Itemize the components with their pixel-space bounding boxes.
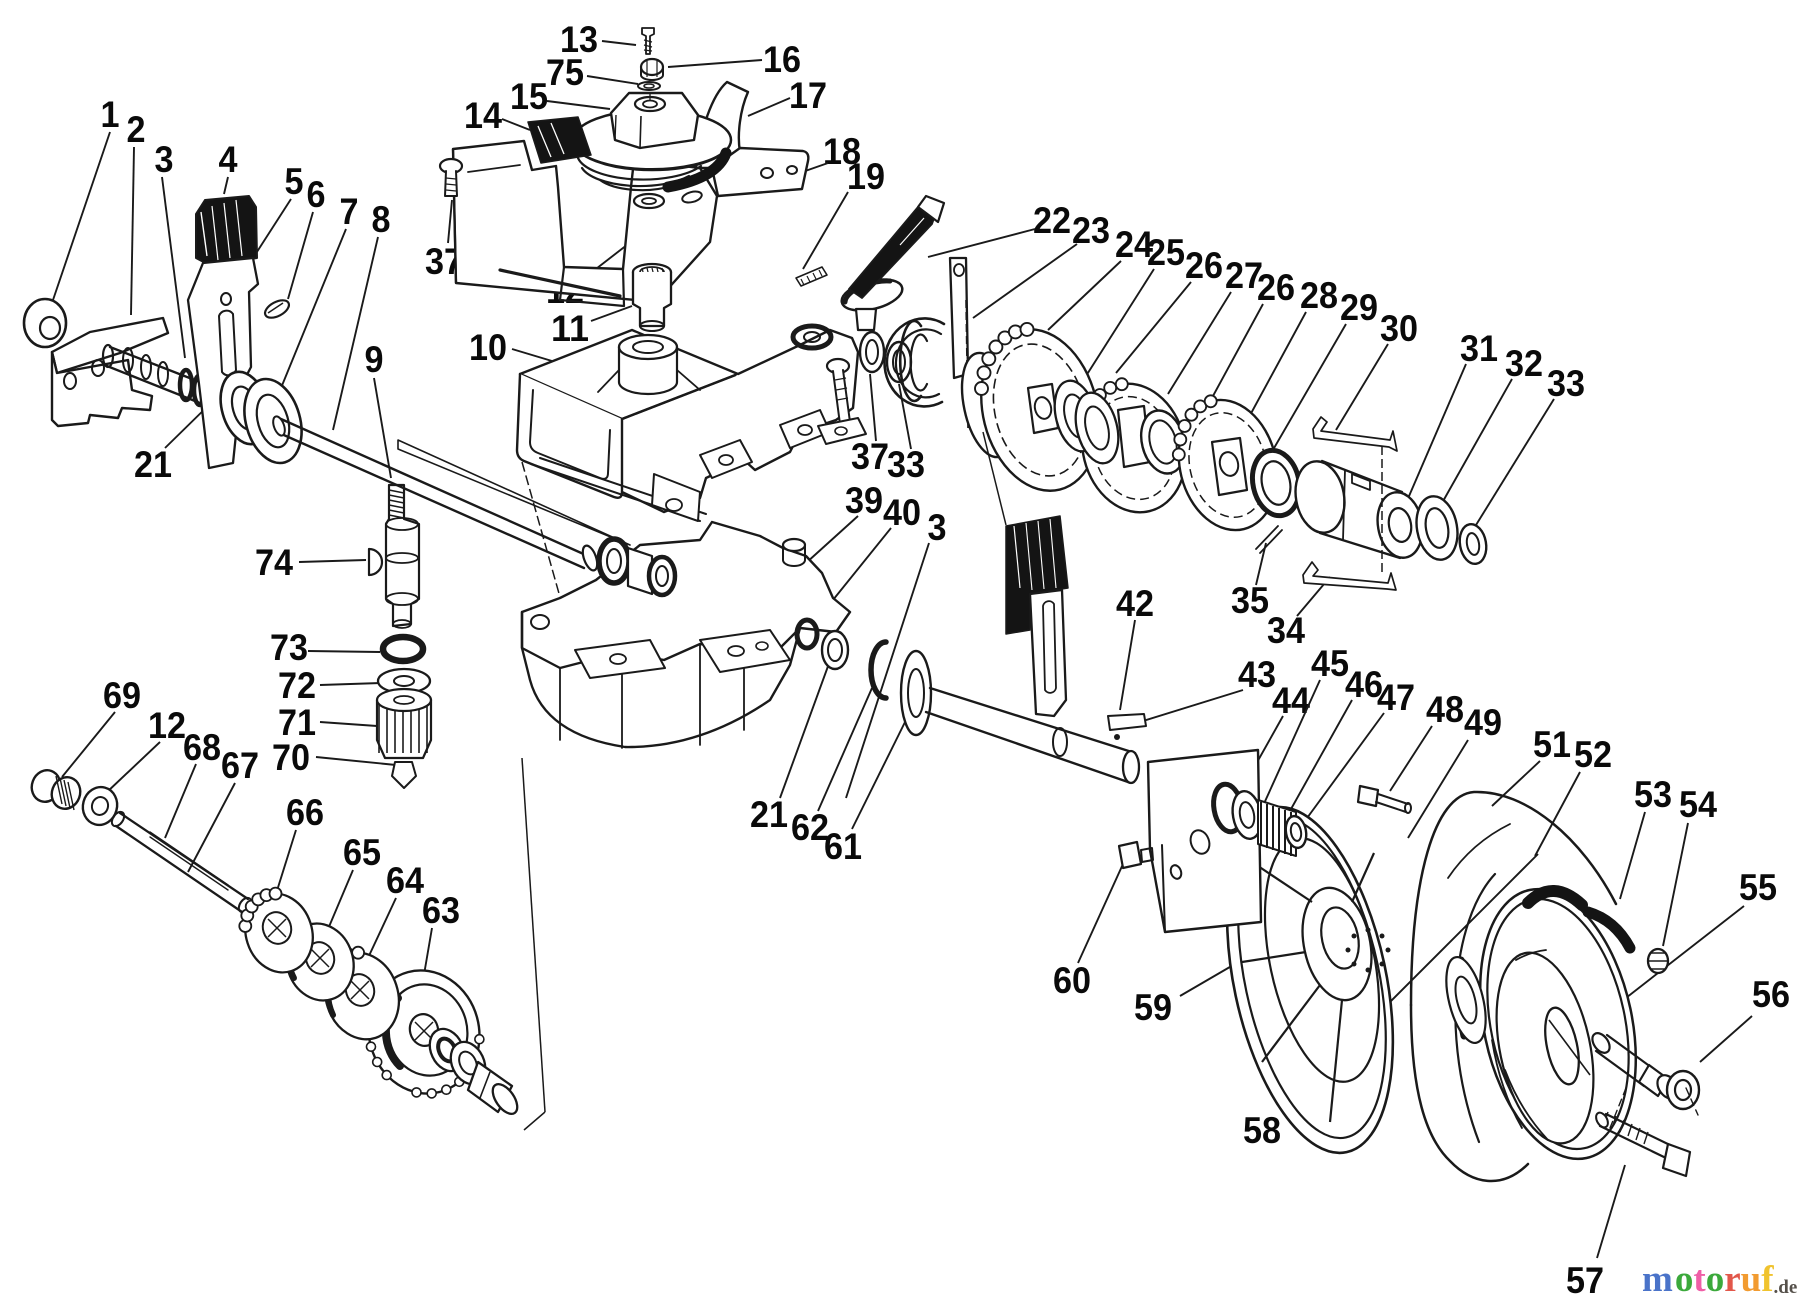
svg-text:5: 5 [285,161,304,202]
svg-text:7: 7 [340,191,359,232]
svg-text:70: 70 [272,737,310,778]
svg-text:46: 46 [1345,664,1383,705]
svg-text:62: 62 [791,807,829,848]
svg-text:19: 19 [847,156,885,197]
svg-text:57: 57 [1566,1260,1604,1299]
svg-text:48: 48 [1426,689,1464,730]
svg-text:66: 66 [286,792,324,833]
svg-text:f: f [1761,1259,1774,1299]
svg-text:26: 26 [1257,267,1295,308]
svg-text:4: 4 [219,139,238,180]
svg-text:u: u [1741,1259,1762,1299]
svg-text:14: 14 [464,95,502,136]
svg-text:16: 16 [763,39,801,80]
svg-text:51: 51 [1533,724,1571,765]
svg-text:18: 18 [823,131,861,172]
svg-text:45: 45 [1311,643,1349,684]
svg-text:1: 1 [101,94,120,135]
svg-text:3: 3 [155,139,174,180]
svg-text:30: 30 [1380,308,1418,349]
svg-text:r: r [1724,1259,1740,1299]
svg-text:56: 56 [1752,974,1790,1015]
svg-text:m: m [1642,1259,1673,1299]
svg-text:9: 9 [365,339,384,380]
svg-text:13: 13 [560,19,598,60]
svg-text:33: 33 [887,444,925,485]
svg-text:21: 21 [750,794,788,835]
svg-text:75: 75 [546,52,584,93]
svg-text:65: 65 [343,832,381,873]
svg-text:t: t [1693,1259,1706,1299]
svg-text:39: 39 [845,480,883,521]
svg-text:8: 8 [372,199,391,240]
svg-text:21: 21 [134,444,172,485]
svg-text:59: 59 [1134,987,1172,1028]
svg-text:58: 58 [1243,1110,1281,1151]
svg-text:2: 2 [127,109,146,150]
svg-text:72: 72 [278,665,316,706]
svg-text:12: 12 [148,705,186,746]
svg-text:11: 11 [551,308,589,349]
svg-text:55: 55 [1739,867,1777,908]
svg-text:25: 25 [1147,232,1185,273]
svg-text:33: 33 [1547,363,1585,404]
svg-text:74: 74 [255,542,293,583]
svg-text:6: 6 [307,174,326,215]
svg-text:24: 24 [1115,224,1153,265]
svg-text:52: 52 [1574,734,1612,775]
svg-text:35: 35 [1231,580,1269,621]
svg-text:67: 67 [221,745,259,786]
svg-text:o: o [1675,1259,1694,1299]
svg-text:73: 73 [270,627,308,668]
svg-text:63: 63 [422,890,460,931]
svg-text:27: 27 [1225,255,1263,296]
svg-text:61: 61 [824,826,862,867]
svg-text:64: 64 [386,860,424,901]
svg-text:29: 29 [1340,287,1378,328]
svg-text:40: 40 [883,492,921,533]
svg-text:3: 3 [928,507,947,548]
svg-text:15: 15 [510,76,548,117]
svg-text:23: 23 [1072,210,1110,251]
svg-text:22: 22 [1033,200,1071,241]
svg-text:34: 34 [1267,610,1305,651]
svg-text:10: 10 [469,327,507,368]
svg-text:43: 43 [1238,654,1276,695]
svg-text:32: 32 [1505,343,1543,384]
svg-text:68: 68 [183,727,221,768]
svg-text:o: o [1706,1259,1725,1299]
svg-text:47: 47 [1377,677,1415,718]
svg-text:60: 60 [1053,960,1091,1001]
svg-text:49: 49 [1464,702,1502,743]
svg-text:53: 53 [1634,774,1672,815]
svg-text:37: 37 [851,436,889,477]
svg-text:31: 31 [1460,328,1498,369]
svg-text:26: 26 [1185,245,1223,286]
svg-text:69: 69 [103,675,141,716]
svg-text:54: 54 [1679,784,1717,825]
svg-text:42: 42 [1116,583,1154,624]
svg-text:17: 17 [789,75,827,116]
svg-text:28: 28 [1300,275,1338,316]
svg-text:.de: .de [1774,1277,1798,1298]
svg-text:71: 71 [278,702,316,743]
